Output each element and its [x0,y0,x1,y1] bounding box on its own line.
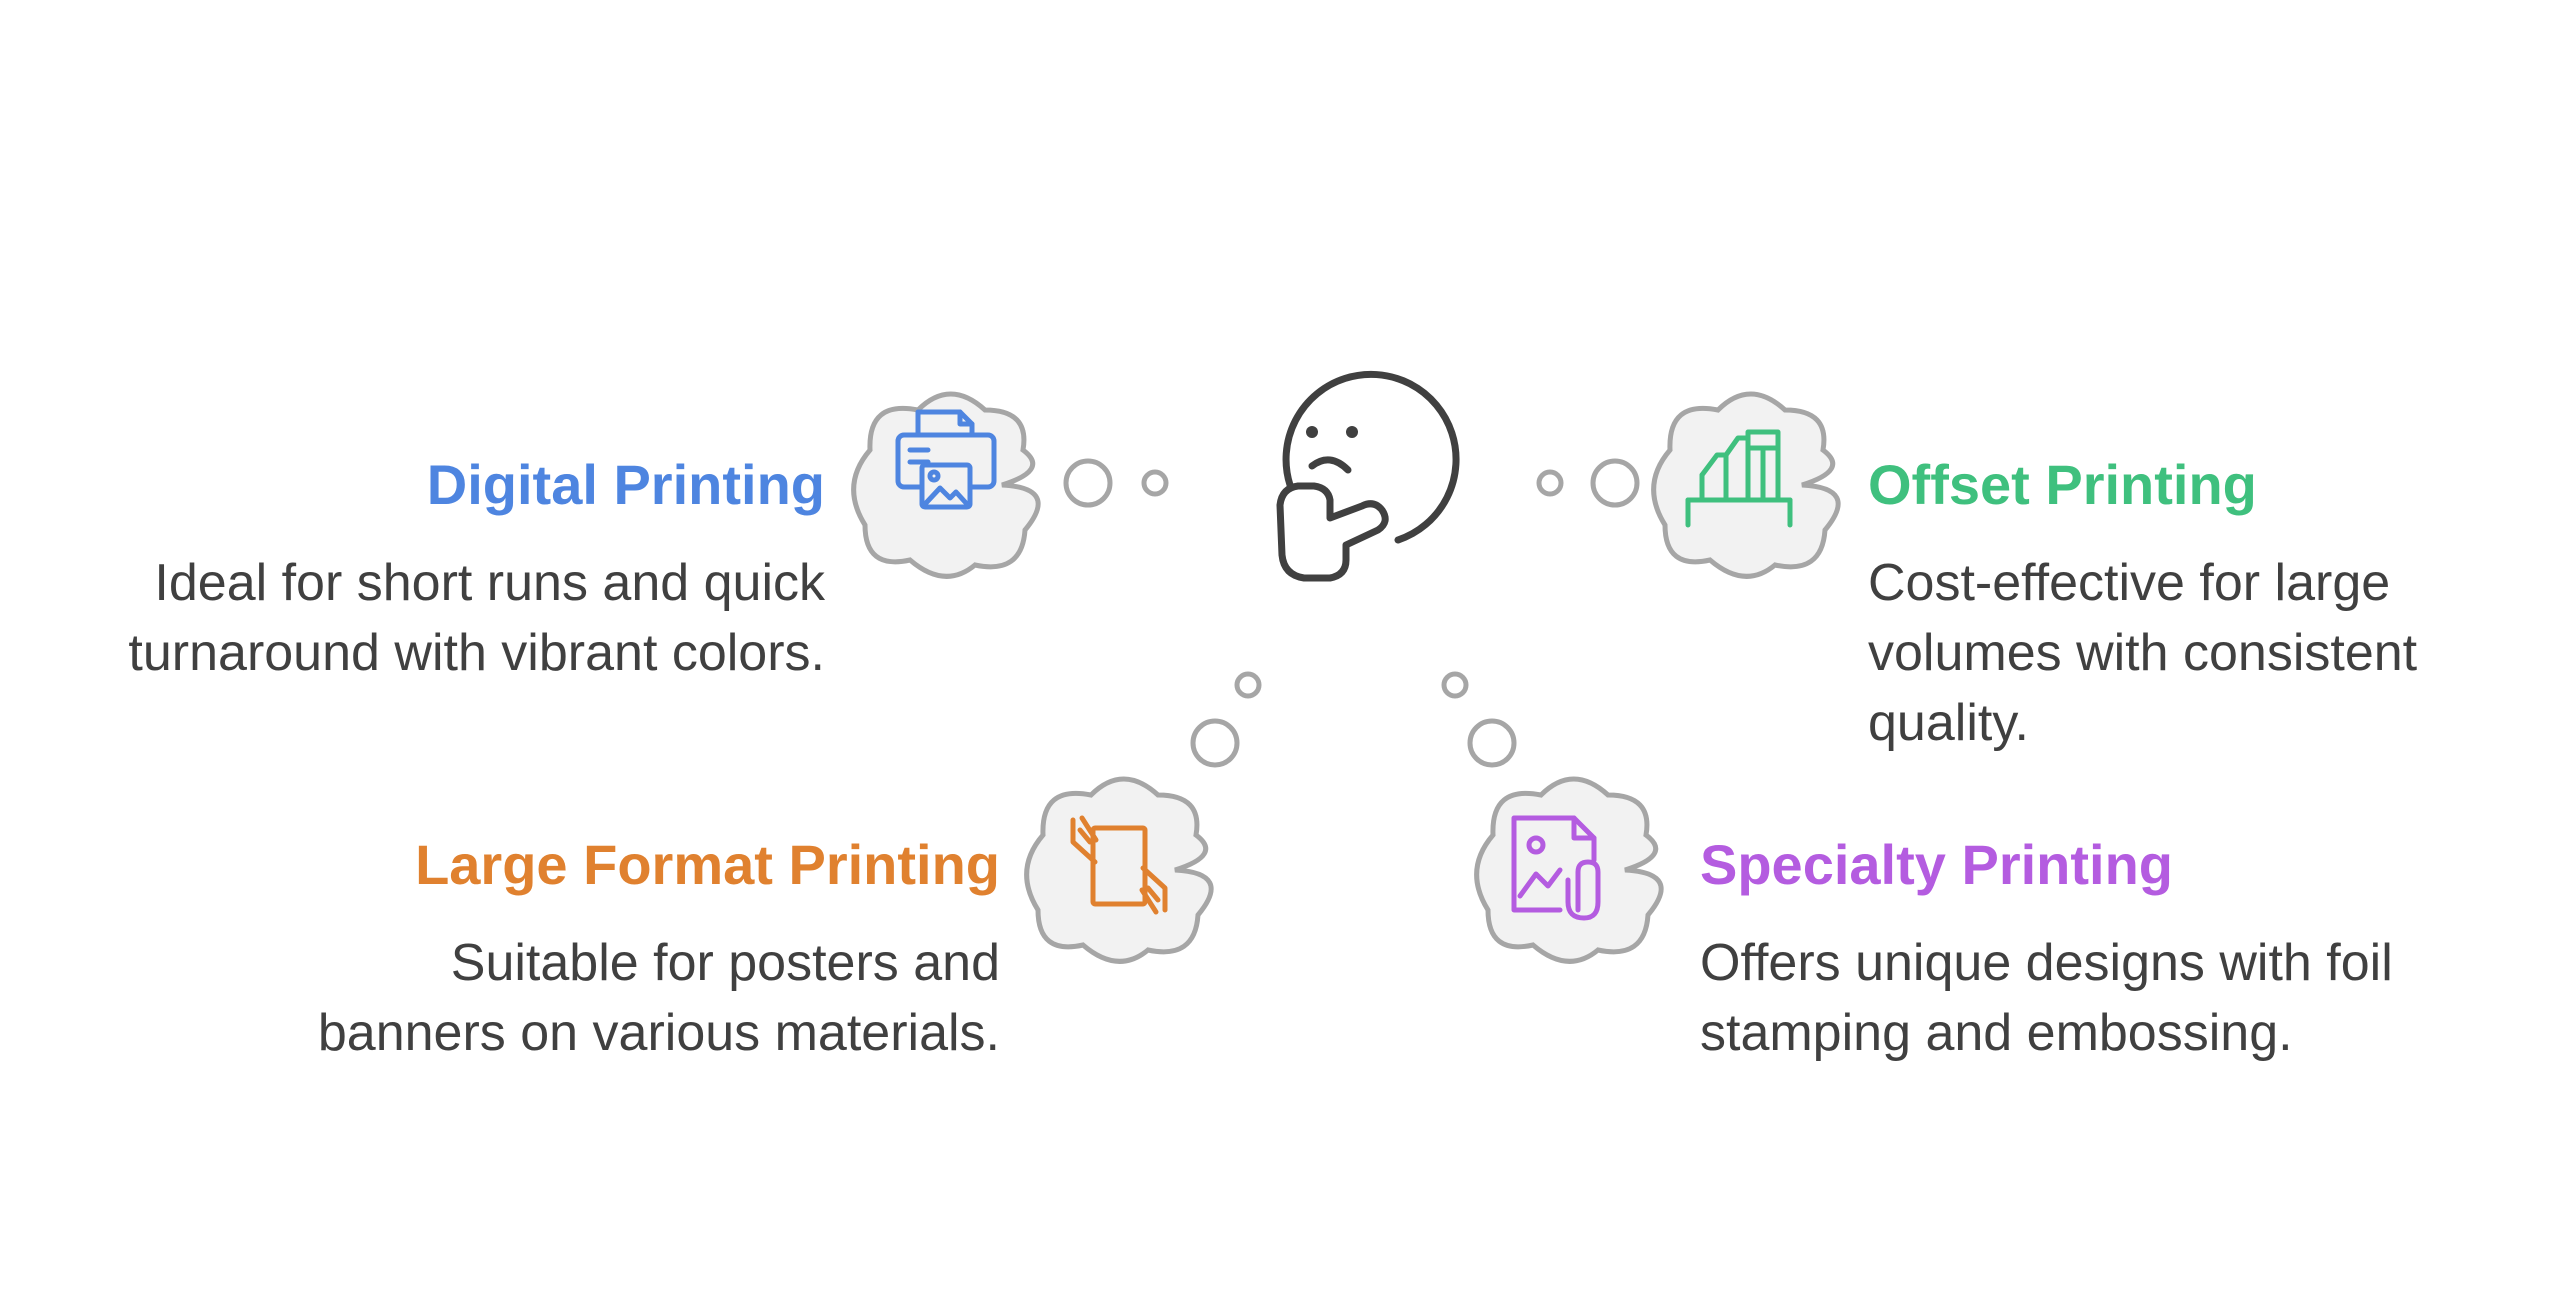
thinking-face-icon [1276,370,1460,582]
item-description: Ideal for short runs and quick turnaroun… [128,554,825,682]
thought-dot [1467,718,1517,768]
item-offset-printing: Offset Printing Cost-effective for large… [1868,452,2508,758]
thought-dot [1536,469,1564,497]
printer-image-icon [895,409,997,510]
thought-dot [1234,671,1262,699]
item-title: Digital Printing [426,453,825,516]
image-file-paperclip-icon [1511,815,1601,921]
item-title: Large Format Printing [415,833,1000,896]
thought-dots [1063,458,1640,768]
item-title: Specialty Printing [1700,833,2173,896]
factory-building-icon [1685,429,1793,528]
hands-holding-sheet-icon [1070,815,1168,915]
thought-dot [1590,458,1640,508]
item-description: Offers unique designs with foil stamping… [1700,934,2393,1062]
item-title: Offset Printing [1868,453,2257,516]
item-description: Cost-effective for large volumes with co… [1868,554,2418,752]
thought-dot [1063,458,1113,508]
item-large-format-printing: Large Format Printing Suitable for poste… [300,832,1000,1068]
item-digital-printing: Digital Printing Ideal for short runs an… [40,452,825,688]
thought-dot [1190,718,1240,768]
cloud-bubble-large [1024,776,1214,964]
item-description: Suitable for posters and banners on vari… [317,934,1000,1062]
cloud-bubble-special [1474,776,1664,964]
thought-dot [1441,671,1469,699]
thought-dot [1141,469,1169,497]
item-specialty-printing: Specialty Printing Offers unique designs… [1700,832,2450,1068]
